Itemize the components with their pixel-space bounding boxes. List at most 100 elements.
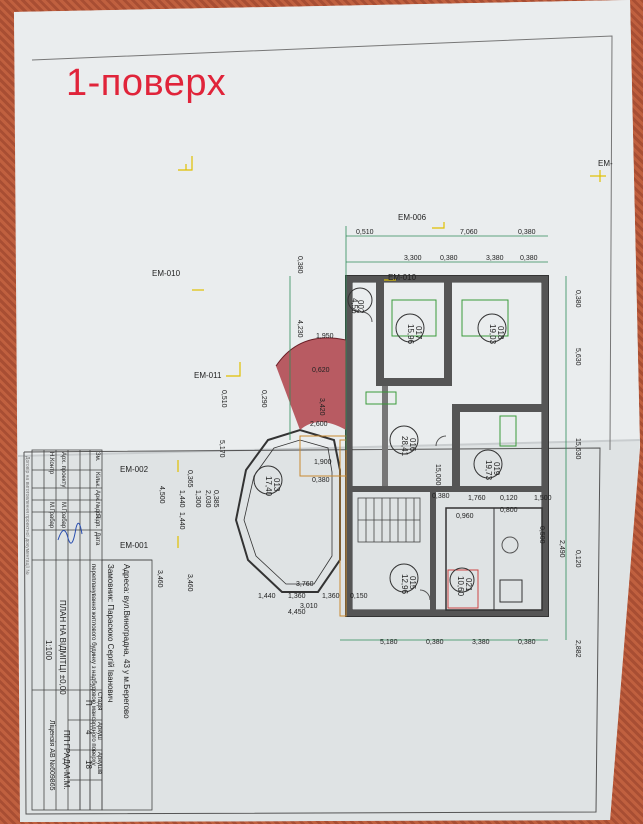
dim-right-1: 0,380 [574,290,581,308]
tb-signer-1: М.Грабар [60,502,66,529]
dim-top-row-1: 3,300 [404,255,422,262]
dim-top-row-3: 3,380 [486,255,504,262]
dim-top-total: 7,060 [460,229,478,236]
dim-mid-8: 0,960 [456,513,474,520]
drawing-frame [31,35,613,451]
dim-bottom-a-5: 3,010 [300,603,318,610]
dim-bottom-row-1: 5,180 [380,639,398,646]
dim-mid-6: 0,120 [500,495,518,502]
dim-left-7: 5,170 [218,440,225,458]
dim-mid-5: 1,760 [468,495,486,502]
dim-right-2: 5,630 [574,348,581,366]
axis-markers [177,156,606,548]
tb-customer: Замовник: Парасюко Сергій Іванович [106,564,115,702]
room-019-id: 019 [492,462,501,476]
dim-bottom-a-3: 1,360 [322,593,340,600]
tb-signer-2: М.Грабар [48,502,54,529]
tb-org: ПП ГРАДА-М.М. [62,730,71,790]
room-017-area: 15,96 [406,324,415,345]
tb-license: Ліцензія АВ №609865 [48,720,56,791]
room-015-id: 015 [408,576,417,590]
dim-left-3: 1,950 [316,333,334,340]
tb-col-1: Зм. [94,452,100,462]
dim-left-1: 0,380 [296,256,303,274]
dim-mid-3: 3,420 [318,398,325,416]
title-block [31,449,153,811]
dim-top-a: 0,510 [356,229,374,236]
em-010-marker-left: ЕМ-010 [152,269,181,278]
tb-col-2: Кільк. [94,472,100,488]
dim-bay-3: 4,500 [158,486,165,504]
em-010-marker-right: ЕМ-010 [388,273,417,282]
dim-right-5: 0,120 [574,550,581,568]
floor-plan [234,275,549,617]
em-marker-top: ЕМ- [598,159,613,168]
room-016-area: 28,41 [400,436,409,457]
room-013-id: 013 [272,478,281,492]
tb-col-4: №док. [94,502,101,520]
signature-image [57,522,83,544]
em-011-marker: ЕМ-011 [194,371,222,380]
dim-mid-10: 0,500 [538,526,545,544]
dim-right-3: 15,630 [574,438,581,460]
room-021-area: 10,60 [456,576,465,597]
dim-mid-1: 1,900 [314,459,332,466]
side-strip-text: Договір на виготовлення проектної докуме… [24,456,30,575]
dim-mid-11: 15,000 [434,464,441,486]
dim-bay-4: 1,300 [194,490,201,508]
dim-bottom-row-2: 0,380 [426,639,444,646]
room-016-id: 016 [408,438,417,452]
dim-bottom-a-7: 3,760 [296,581,314,588]
dim-left-4: 0,620 [312,367,330,374]
tb-address: Адреса: вул.Виноградна, 43 у м.Берегово [122,564,131,719]
tb-role-2: Н.Контр [48,452,54,475]
room-018-id: 018 [496,326,505,340]
tb-scale: 1:100 [44,640,53,661]
dim-left-6: 0,290 [260,390,267,408]
room-019-area: 19,73 [484,460,493,481]
em-006-marker: ЕМ-006 [398,213,427,222]
dim-right-6: 2,882 [574,640,581,658]
tb-sheet-header: Аркуш [96,722,102,740]
room-002-area: 4,56 [350,298,359,314]
dim-bottom-a-1: 1,440 [258,593,276,600]
tb-sheet: 4 [84,730,93,735]
dim-bottom-row-4: 0,380 [518,639,536,646]
dim-bay-8: 3,460 [186,574,193,592]
tb-description: перепланування житлового будинку з надбу… [90,564,96,766]
dim-left-2: 4,230 [296,320,303,338]
tb-sheets-header: Аркушів [96,752,102,774]
tb-sheet-name: ПЛАН НА ВІДМІТЦІ ±0,00 [58,600,67,695]
room-021-id: 021 [464,578,473,592]
dim-bay-6: 0,385 [212,490,219,508]
dim-left-5: 0,510 [220,390,227,408]
arc-canopy [276,337,346,430]
room-tags [253,287,507,593]
dim-bottom-a-2: 1,360 [288,593,306,600]
dim-bay-2: 1,440 [178,490,185,508]
dim-bay-5: 2,030 [204,490,211,508]
tb-col-5: Підп. [94,514,100,528]
fold-line [17,439,641,457]
dim-top-b: 0,380 [518,229,536,236]
dim-bottom-a-4: 0,150 [350,593,368,600]
dim-mid-2: 0,380 [312,477,330,484]
room-013-area: 17,40 [264,476,273,497]
tb-stage-header: Стадія [96,692,102,710]
tb-stage: П [84,700,93,706]
dim-bay-7: 1,440 [178,512,185,530]
tb-role-1: Арх. проекту [60,452,66,487]
em-001-marker: ЕМ-001 [120,541,149,550]
dim-top-row-4: 0,380 [520,255,538,262]
dim-bay-1: 0,365 [186,470,193,488]
dim-mid-4: 2,600 [310,421,328,428]
tb-col-6: Дата [94,532,100,546]
em-002-marker: ЕМ-002 [120,465,149,474]
tb-sheets: 18 [84,760,93,769]
dim-right-4: 2,490 [558,540,565,558]
dim-top-row-2: 0,380 [440,255,458,262]
dim-bottom-row-3: 3,380 [472,639,490,646]
dim-bottom-a-6: 4,450 [288,609,306,616]
room-017-id: 017 [414,326,423,340]
